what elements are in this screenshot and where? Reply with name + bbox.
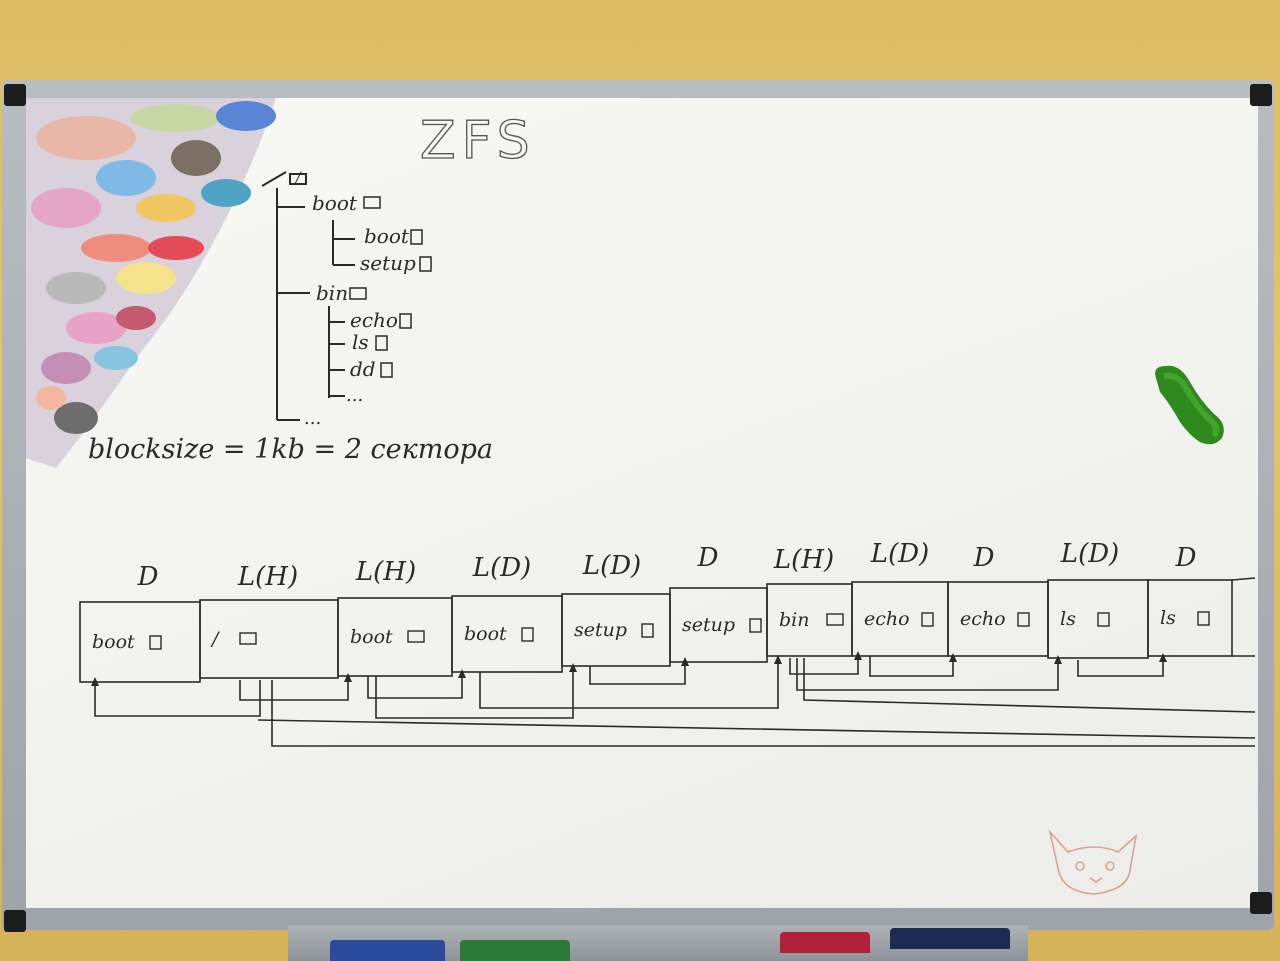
block-label: boot (92, 631, 135, 653)
arrow-head-icon (774, 655, 782, 664)
arrow-head-icon (344, 673, 352, 682)
folder-icon (239, 632, 257, 645)
file-icon (380, 362, 393, 378)
tree-item: bin (316, 281, 348, 305)
cat-doodle (1048, 829, 1138, 895)
folder-icon (349, 287, 367, 300)
eraser (1155, 365, 1224, 445)
blue-marker (330, 940, 445, 961)
marker-pack (890, 928, 1010, 949)
directory-tree (261, 171, 355, 421)
arrow-head-icon (91, 677, 99, 686)
block-label: echo (960, 608, 1006, 630)
frame-corner (1250, 892, 1272, 914)
frame-corner (4, 84, 26, 106)
file-icon (419, 256, 432, 272)
file-icon (521, 627, 534, 642)
block-tag: D (137, 562, 159, 592)
tree-root: / (294, 170, 302, 186)
arrow-head-icon (681, 657, 689, 666)
whiteboard (26, 98, 1258, 908)
block-tag: L(D) (1060, 539, 1119, 569)
file-icon (1017, 612, 1030, 627)
block-tag: L(H) (355, 557, 416, 587)
block-tag: L(D) (582, 551, 641, 581)
tree-item: echo (350, 308, 398, 332)
arrow-head-icon (854, 651, 862, 660)
tree-item: ... (346, 385, 363, 406)
block-pointers (94, 654, 1256, 747)
block-tag: D (1175, 543, 1197, 573)
file-icon (641, 623, 654, 638)
block-label: ls (1060, 608, 1076, 630)
paint-smear (26, 98, 276, 468)
block-tag: D (697, 543, 719, 573)
green-marker (460, 940, 570, 961)
tree-item: ... (304, 408, 321, 429)
block-tag: L(D) (870, 539, 929, 569)
block-tag: L(D) (472, 553, 531, 583)
strip-continuation (1231, 577, 1256, 581)
block-label: / (210, 628, 220, 650)
block-label: boot (464, 623, 507, 645)
block-label: ls (1160, 607, 1176, 629)
block-tag: L(H) (237, 562, 298, 592)
block-tag: D (973, 543, 995, 573)
block-label: echo (864, 608, 910, 630)
file-icon (375, 335, 388, 351)
tree-item: setup (360, 251, 416, 275)
tree-item: dd (350, 357, 376, 381)
block-tag: L(H) (773, 545, 834, 575)
block-label: bin (779, 609, 809, 631)
file-icon (921, 612, 934, 627)
frame-corner (4, 910, 26, 932)
red-eraser (780, 932, 870, 953)
file-icon (399, 313, 412, 329)
arrow-heads (91, 651, 1167, 686)
block-label: setup (682, 614, 735, 636)
block-label: setup (574, 619, 627, 641)
blocksize-note: blocksize = 1kb = 2 сектора (88, 434, 493, 465)
block-cell (199, 599, 339, 679)
arrow-head-icon (1054, 655, 1062, 664)
arrow-head-icon (949, 653, 957, 662)
arrow-head-icon (458, 669, 466, 678)
file-icon (410, 229, 423, 245)
file-icon (749, 618, 762, 633)
file-icon (1197, 611, 1210, 626)
arrow-head-icon (569, 663, 577, 672)
file-icon (1097, 612, 1110, 627)
folder-icon (826, 613, 844, 626)
folder-icon (363, 196, 381, 209)
file-icon (149, 635, 162, 650)
tree-item: boot (364, 224, 410, 248)
folder-icon (407, 630, 425, 643)
block-cell (1147, 579, 1233, 657)
board-title: ZFS (420, 111, 536, 171)
tree-item: ls (352, 330, 369, 354)
block-label: boot (350, 626, 393, 648)
tree-item: boot (312, 191, 358, 215)
frame-corner (1250, 84, 1272, 106)
arrow-head-icon (1159, 653, 1167, 662)
